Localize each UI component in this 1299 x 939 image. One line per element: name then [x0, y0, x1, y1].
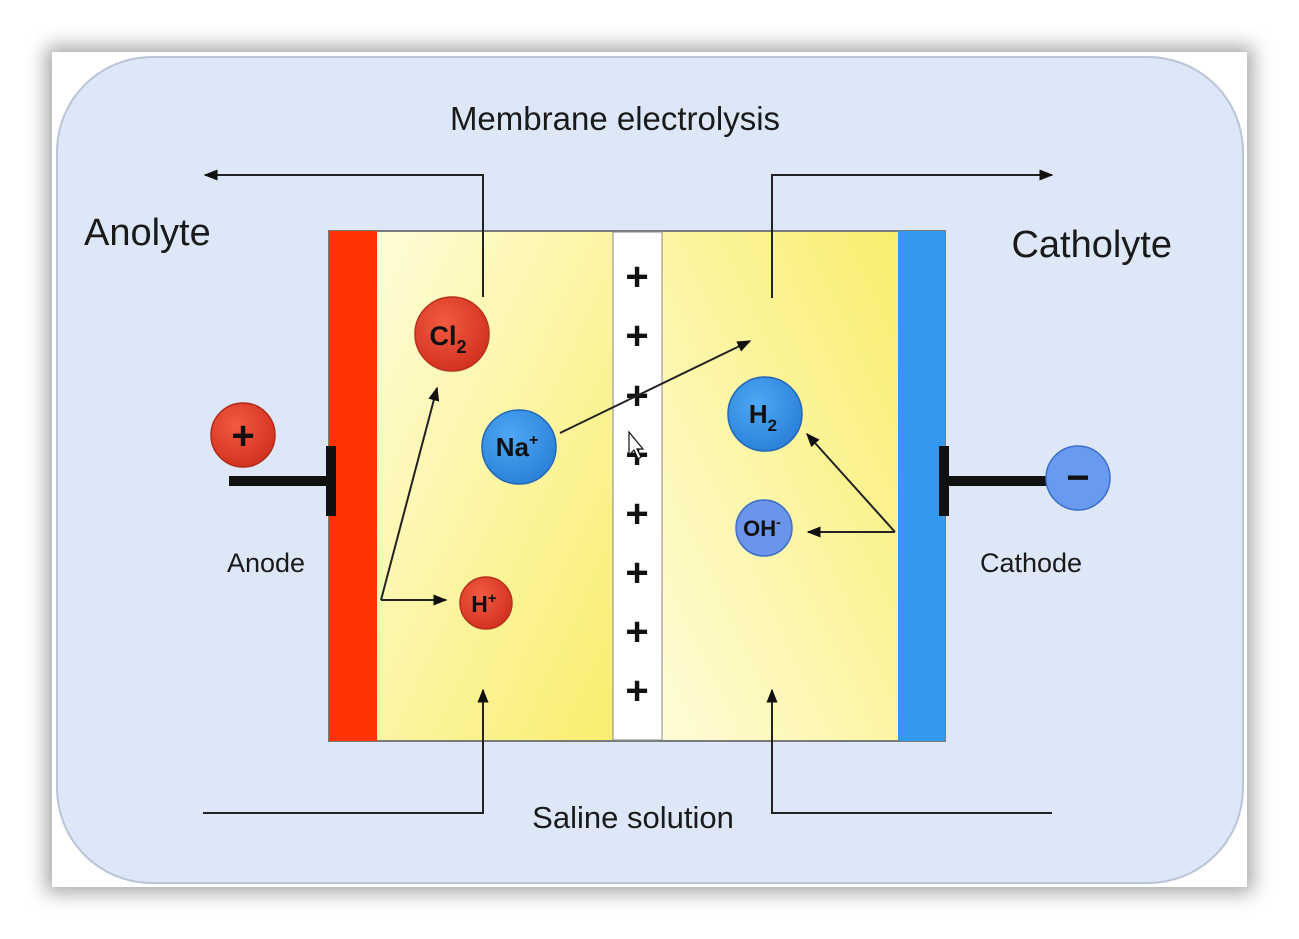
- anode-electrode: [329, 231, 377, 741]
- diagram-frame: Membrane electrolysis Anolyte Catholyte …: [52, 52, 1247, 887]
- membrane-plus: +: [625, 669, 648, 713]
- na-base: Na: [496, 432, 530, 462]
- hydrogen-ion: H+: [459, 576, 513, 630]
- saline-label: Saline solution: [532, 800, 734, 835]
- membrane-plus: +: [625, 551, 648, 595]
- cl2-base: Cl: [429, 321, 456, 351]
- positive-sign: +: [231, 414, 254, 458]
- oh-superscript: -: [776, 514, 781, 530]
- negative-sign: −: [1066, 456, 1089, 500]
- membrane-plus: +: [625, 610, 648, 654]
- h2-formation-arrow: [806, 432, 896, 533]
- svg-text:Cl2: Cl2: [429, 321, 466, 357]
- saline-input-left-arrow: [203, 688, 489, 814]
- membrane-plus: +: [625, 492, 648, 536]
- anode-label: Anode: [227, 548, 305, 578]
- anolyte-label: Anolyte: [84, 212, 211, 254]
- h-superscript: +: [488, 590, 497, 607]
- svg-text:H+: H+: [471, 590, 497, 617]
- membrane-plus: +: [625, 255, 648, 299]
- anolyte-output-arrow: [203, 169, 484, 297]
- h2-base: H: [749, 399, 768, 429]
- cathode-label: Cathode: [980, 548, 1082, 578]
- cl2-ion: Cl2: [414, 296, 490, 372]
- anolyte-compartment: [377, 232, 613, 740]
- hydroxide-ion: OH-: [735, 499, 793, 557]
- membrane: [612, 231, 663, 741]
- positive-terminal: [210, 402, 276, 468]
- electrolysis-diagram: Membrane electrolysis Anolyte Catholyte …: [56, 56, 1244, 884]
- sodium-ion: Na+: [481, 409, 557, 485]
- diagram-title: Membrane electrolysis: [450, 100, 780, 137]
- oh-base: OH: [743, 516, 776, 541]
- sodium-migration-arrow: [559, 340, 752, 434]
- saline-input-right-arrow: [766, 688, 1052, 814]
- svg-text:OH-: OH-: [743, 514, 781, 541]
- membrane-plus: +: [625, 314, 648, 358]
- h2-subscript: 2: [768, 416, 777, 435]
- svg-text:H2: H2: [749, 399, 777, 435]
- mouse-cursor-icon: [628, 430, 645, 460]
- catholyte-label: Catholyte: [1011, 224, 1172, 266]
- svg-text:Na+: Na+: [496, 432, 539, 462]
- catholyte-output-arrow: [771, 169, 1054, 298]
- membrane-charges: + + + + + + + +: [625, 255, 648, 713]
- cl2-formation-arrow: [380, 386, 440, 601]
- h-base: H: [471, 591, 488, 617]
- negative-terminal: [1045, 445, 1111, 511]
- h2-molecule: H2: [727, 376, 803, 452]
- cl2-subscript: 2: [456, 337, 466, 357]
- catholyte-compartment: [662, 232, 898, 740]
- na-superscript: +: [529, 432, 538, 449]
- cathode-electrode: [898, 231, 945, 741]
